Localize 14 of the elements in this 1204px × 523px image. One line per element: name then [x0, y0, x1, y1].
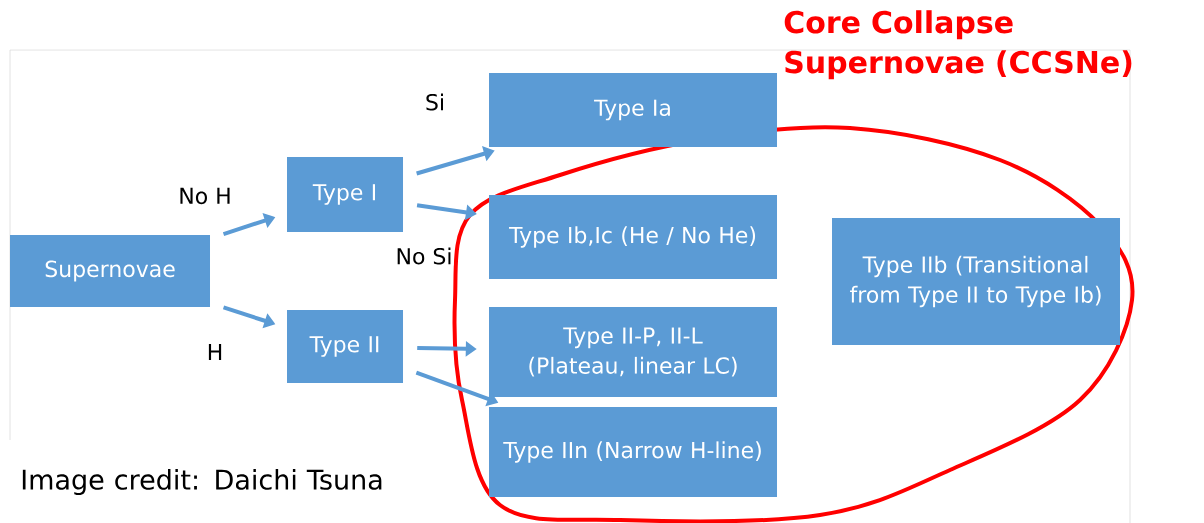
callout-heading: Core Collapse Supernovae (CCSNe) — [784, 10, 1132, 80]
type-box: Type I — [287, 157, 403, 232]
type-box: Type IIn (Narrow H-line) — [489, 407, 777, 497]
type-box: Type II-P, II-L (Plateau, linear LC) — [489, 307, 777, 397]
edge-label: H — [205, 343, 225, 362]
edge-label: No H — [177, 186, 233, 206]
type-box: Supernovae — [10, 235, 210, 307]
type-box: Type IIb (Transitional from Type II to Type Ib) — [832, 218, 1120, 345]
credit-text: Image credit: Daichi Tsuna — [22, 468, 382, 496]
edge-label: No Si — [394, 246, 454, 266]
type-box: Type Ia — [489, 73, 777, 147]
edge-label: Si — [423, 92, 447, 112]
type-box: Type Ib,Ic (He / No He) — [489, 195, 777, 279]
type-box: Type II — [287, 310, 403, 383]
